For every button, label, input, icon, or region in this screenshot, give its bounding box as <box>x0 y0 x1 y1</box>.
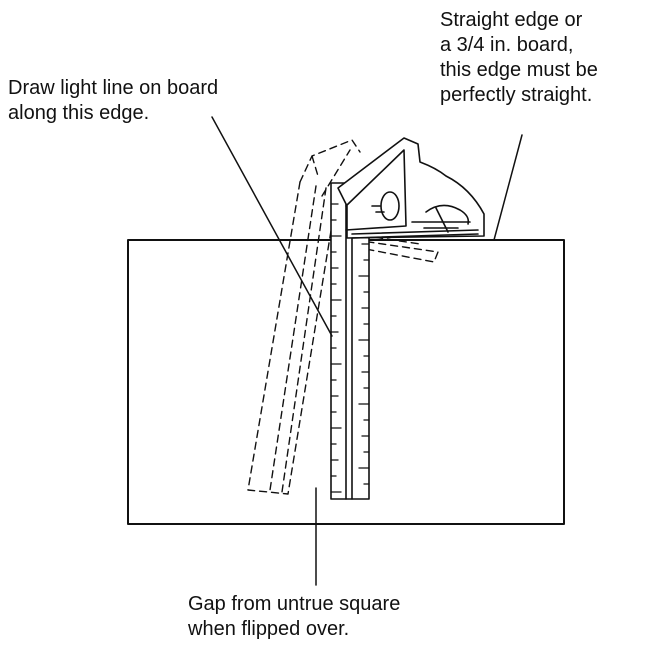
callout-gap-2: when flipped over. <box>188 618 350 640</box>
blade-ticks-right <box>358 243 370 485</box>
callout-straight-edge-2: a 3/4 in. board, <box>440 34 574 56</box>
combination-square <box>330 137 485 500</box>
leader-line-draw-edge <box>211 116 333 337</box>
callout-straight-edge-4: perfectly straight. <box>440 84 593 106</box>
callout-gap-1: Gap from untrue square <box>188 593 401 615</box>
callout-straight-edge-1: Straight edge or <box>440 9 583 31</box>
callout-draw-line-1: Draw light line on board <box>8 77 219 99</box>
blade-ticks-left <box>330 203 342 493</box>
callout-gap: Gap from untrue square when flipped over… <box>188 592 400 642</box>
callout-straight-edge: Straight edge or a 3/4 in. board, this e… <box>440 8 598 108</box>
callout-draw-line-2: along this edge. <box>8 102 150 124</box>
leader-line-straight-edge <box>493 134 523 241</box>
callout-straight-edge-3: this edge must be <box>440 59 598 81</box>
square-head <box>337 137 485 239</box>
callout-draw-line: Draw light line on board along this edge… <box>8 76 218 126</box>
level-vial <box>380 191 400 221</box>
